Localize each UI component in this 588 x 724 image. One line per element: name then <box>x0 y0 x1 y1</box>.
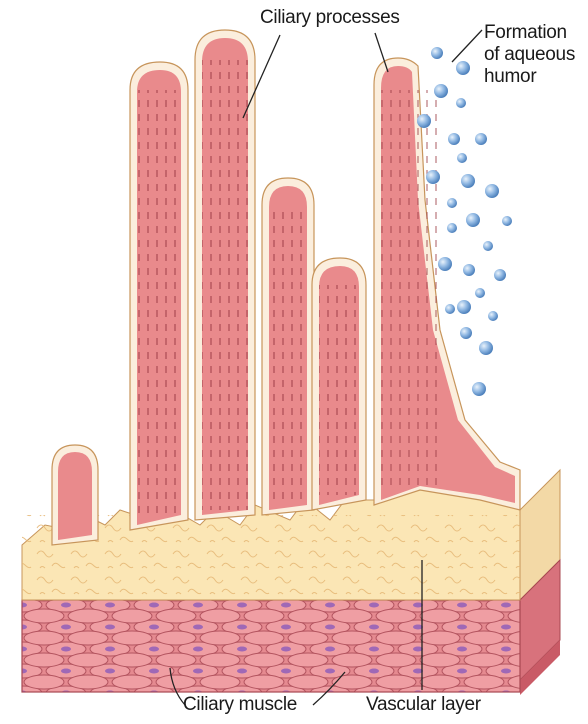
aqueous-humor-droplet-icon <box>461 174 475 188</box>
aqueous-humor-droplet-icon <box>472 382 486 396</box>
aqueous-humor-droplet-icon <box>494 269 506 281</box>
aqueous-humor-droplet-icon <box>456 61 470 75</box>
leader-line-formation <box>452 30 482 62</box>
aqueous-humor-droplet-icon <box>438 257 452 271</box>
aqueous-humor-droplet-icon <box>466 213 480 227</box>
formation-of-aqueous-humor-label: Formation of aqueous humor <box>484 22 575 88</box>
aqueous-humor-droplet-icon <box>475 133 487 145</box>
aqueous-humor-droplet-icon <box>431 47 443 59</box>
aqueous-humor-droplet-icon <box>445 304 455 314</box>
aqueous-humor-droplet-icon <box>447 198 457 208</box>
aqueous-humor-droplet-icon <box>456 98 466 108</box>
ciliary-muscle-layer <box>22 600 520 692</box>
aqueous-humor-droplet-icon <box>488 311 498 321</box>
aqueous-humor-droplet-icon <box>475 288 485 298</box>
formation-label-line: Formation <box>484 22 575 44</box>
aqueous-humor-droplet-icon <box>485 184 499 198</box>
ciliary-processes <box>52 30 520 545</box>
aqueous-humor-droplet-icon <box>457 300 471 314</box>
block-side-face <box>520 470 560 695</box>
aqueous-humor-droplet-icon <box>448 133 460 145</box>
aqueous-humor-droplet-icon <box>479 341 493 355</box>
aqueous-humor-droplet-icon <box>463 264 475 276</box>
ciliary-muscle-label: Ciliary muscle <box>183 694 297 716</box>
aqueous-humor-droplet-icon <box>447 223 457 233</box>
vascular-layer-label: Vascular layer <box>366 694 481 716</box>
aqueous-humor-droplet-icon <box>483 241 493 251</box>
aqueous-humor-droplet-icon <box>434 84 448 98</box>
ciliary-processes-label: Ciliary processes <box>260 7 400 29</box>
aqueous-humor-droplet-icon <box>426 170 440 184</box>
aqueous-humor-droplet-icon <box>502 216 512 226</box>
aqueous-humor-droplet-icon <box>460 327 472 339</box>
aqueous-humor-droplet-icon <box>457 153 467 163</box>
formation-label-line: humor <box>484 66 575 88</box>
aqueous-humor-droplet-icon <box>417 114 431 128</box>
formation-label-line: of aqueous <box>484 44 575 66</box>
